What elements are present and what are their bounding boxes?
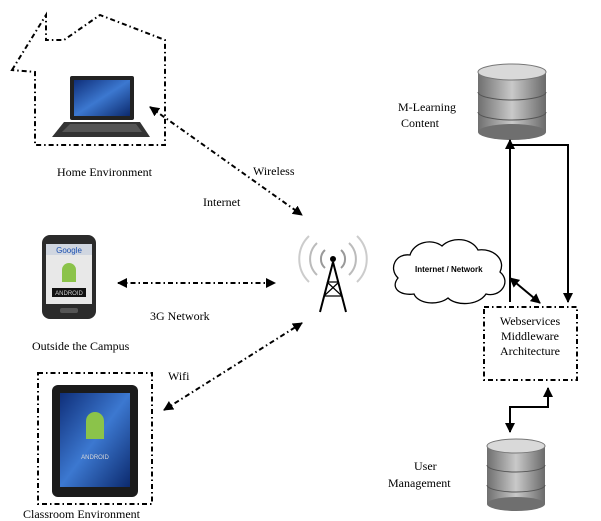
house-outline (10, 11, 166, 146)
home-label: Home Environment (57, 165, 153, 179)
classroom-label: Classroom Environment (23, 507, 141, 521)
cloud-shape (393, 239, 506, 305)
outside-label: Outside the Campus (32, 339, 130, 353)
wifi-label: Wifi (168, 369, 190, 383)
mlearning-database-icon (477, 63, 547, 140)
classroom-box (37, 372, 153, 505)
arrow-from-mlearning-db (510, 144, 573, 303)
middleware-label-line2: Middleware (501, 329, 559, 343)
middleware-label-line3: Architecture (500, 344, 560, 358)
wireless-label: Wireless (253, 164, 295, 178)
phone-os: ANDROID (55, 291, 83, 297)
cloud-label: Internet / Network (415, 265, 483, 274)
mlearning-label-line1: M-Learning (398, 100, 456, 114)
middleware-user-db-arrow (505, 387, 553, 433)
tablet-icon: ANDROID (52, 385, 138, 497)
phone-icon: Google ANDROID (42, 235, 96, 319)
tablet-os: ANDROID (81, 455, 109, 461)
user-database-icon (486, 438, 546, 511)
internet-label: Internet (203, 195, 241, 209)
mlearning-label-line2: Content (401, 116, 440, 130)
user-label-line2: Management (388, 476, 451, 490)
wifi-arrow (163, 322, 303, 411)
3g-network-label: 3G Network (150, 309, 210, 323)
laptop-icon (52, 76, 150, 137)
middleware-label-line1: Webservices (500, 314, 561, 328)
user-label-line1: User (414, 459, 437, 473)
cloud-middleware-arrow (509, 277, 541, 304)
phone-brand: Google (56, 246, 82, 255)
antenna-tower-icon (298, 235, 368, 313)
middleware-box (483, 306, 578, 381)
